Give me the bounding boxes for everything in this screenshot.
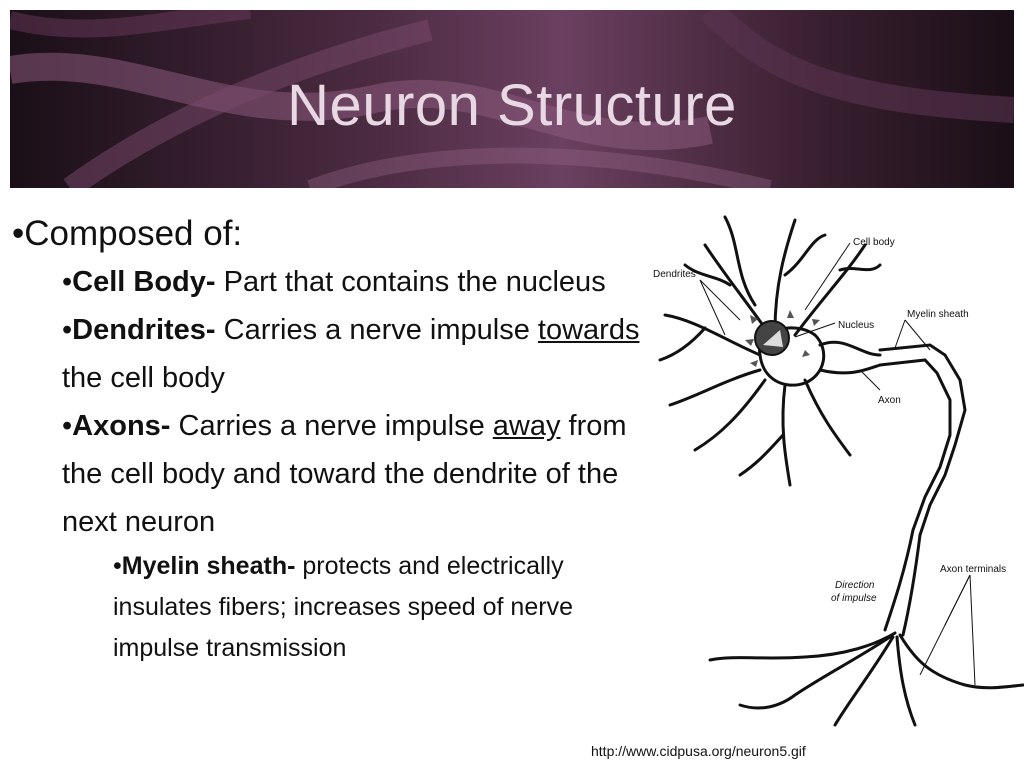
image-credit: http://www.cidpusa.org/neuron5.gif (591, 743, 806, 759)
title-banner: Neuron Structure (10, 10, 1014, 188)
slide-title: Neuron Structure (287, 73, 737, 138)
bullet-dendrites: •Dendrites- Carries a nerve impulse towa… (62, 314, 640, 394)
label-axon: Axon (878, 395, 901, 406)
neuron-background-image (10, 10, 1014, 188)
label-axon-terminals: Axon terminals (940, 564, 1006, 575)
bullet-axons: •Axons- Carries a nerve impulse away fro… (62, 410, 627, 538)
bullet-myelin-sheath: •Myelin sheath- protects and electricall… (113, 552, 573, 662)
bullet-composed-of: •Composed of: (12, 214, 243, 253)
label-cell-body: Cell body (853, 237, 895, 248)
label-dendrites: Dendrites (653, 269, 696, 280)
neuron-diagram: Cell body Dendrites Nucleus Myelin sheat… (653, 215, 1024, 727)
label-myelin-sheath: Myelin sheath (907, 309, 969, 320)
label-of-impulse: of impulse (831, 593, 877, 604)
bullet-cell-body: •Cell Body- Part that contains the nucle… (62, 266, 606, 298)
label-nucleus: Nucleus (838, 320, 874, 331)
label-direction: Direction (835, 580, 875, 591)
bullet-list: •Composed of: •Cell Body- Part that cont… (12, 210, 652, 669)
